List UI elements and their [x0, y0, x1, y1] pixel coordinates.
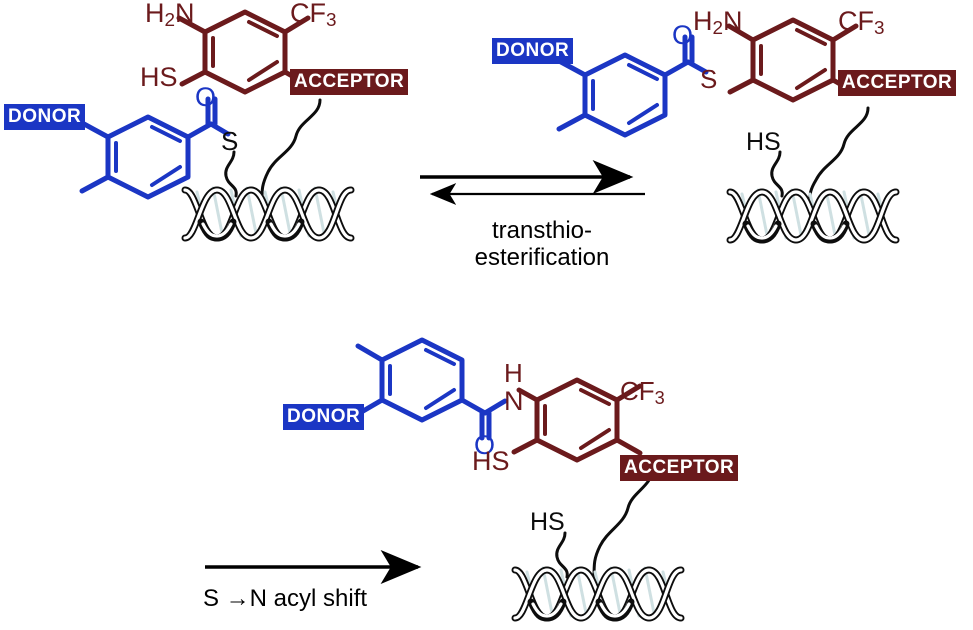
carbonyl-oxygen-label-left: O [195, 82, 217, 112]
acceptor-tag-right[interactable]: ACCEPTOR [838, 70, 957, 96]
structure-reactant-right [556, 17, 896, 240]
linker-acceptor-to-dna-bottom [592, 468, 654, 580]
amine-label-right: H2N [693, 6, 743, 40]
transthioesterification-label: transthio- esterification [452, 217, 632, 272]
transthioesterification-line2: esterification [474, 243, 610, 271]
structure-product-bottom [355, 337, 681, 618]
trifluoromethyl-label-right: CF3 [838, 6, 885, 40]
free-thiol-label-bottom: HS [530, 508, 565, 536]
donor-aryl-ring-left [79, 96, 231, 200]
structure-reactant-left [79, 9, 351, 238]
acyl-shift-label: S →N acyl shift [203, 585, 368, 612]
linker-acceptor-to-dna-left [260, 98, 322, 200]
acceptor-aryl-ring-left [176, 9, 311, 95]
amide-hydrogen-label: H [504, 358, 523, 388]
linker-free-thiol-bottom [555, 531, 569, 579]
donor-tag-right[interactable]: DONOR [492, 38, 574, 64]
acceptor-tag-left[interactable]: ACCEPTOR [290, 69, 409, 95]
carbonyl-oxygen-label-bottom: O [474, 430, 496, 460]
transthioesterification-line1: transthio- [491, 217, 593, 244]
amide-nitrogen-label: N [504, 386, 524, 416]
carbonyl-oxygen-label-right: O [672, 20, 694, 50]
trifluoromethyl-label-bottom: CF3 [620, 376, 665, 408]
dna-duplex-bottom [515, 568, 681, 618]
acceptor-aryl-ring-bottom [511, 377, 643, 463]
linker-acceptor-to-dna-right [808, 106, 870, 202]
free-thiol-label-right: HS [746, 128, 781, 156]
acceptor-tag-bottom[interactable]: ACCEPTOR [620, 455, 739, 481]
equilibrium-arrow [420, 160, 645, 205]
linker-thioester-to-dna-left [224, 150, 238, 198]
donor-aryl-ring-bottom [355, 337, 508, 441]
thiol-label-left: HS [140, 62, 178, 92]
donor-aryl-ring-right [556, 34, 709, 138]
sulfur-label-right: S [700, 64, 718, 94]
aryl-thiol-label-bottom: HS [472, 446, 510, 476]
linker-free-thiol-right [770, 150, 784, 198]
acceptor-aryl-ring-right [726, 17, 859, 103]
dna-duplex-left [185, 188, 351, 238]
trifluoromethyl-label-left: CF3 [290, 0, 337, 32]
donor-tag-left[interactable]: DONOR [4, 104, 86, 130]
amine-label-left: H2N [145, 0, 195, 32]
donor-tag-bottom[interactable]: DONOR [283, 404, 365, 430]
dna-duplex-right [730, 190, 896, 240]
sulfur-label-left: S [221, 126, 239, 156]
